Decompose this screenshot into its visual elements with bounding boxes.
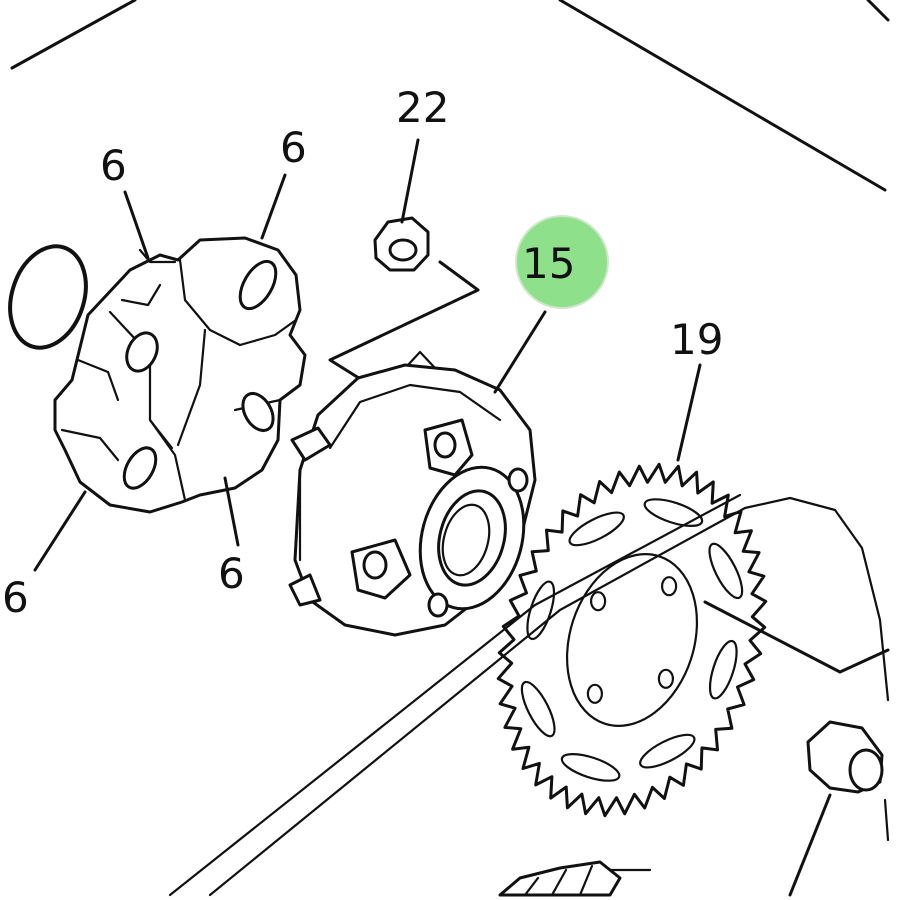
sprocket-cutout <box>560 753 621 782</box>
sprocket-cutout <box>708 542 744 600</box>
callout-highlight <box>515 215 609 309</box>
sprocket-cutout <box>708 639 738 700</box>
drive-chain <box>168 493 890 897</box>
axle-collar <box>703 600 890 897</box>
callout-22: 22 <box>396 83 449 132</box>
sprocket-cutout <box>520 680 556 738</box>
clutch-hub <box>288 310 547 637</box>
callout-6-top-right: 6 <box>280 123 307 172</box>
callout-15: 15 <box>522 239 575 288</box>
callout-6-top-left: 6 <box>100 141 127 190</box>
sprocket-cutout <box>643 498 704 527</box>
sprocket <box>496 363 768 818</box>
sprocket-bolt-hole <box>660 576 678 597</box>
damper-leaders <box>33 173 287 572</box>
sprocket-bolt-hole <box>657 668 675 689</box>
callout-19: 19 <box>670 315 723 364</box>
sprocket-cutout <box>639 733 696 769</box>
damper-assembly <box>53 236 307 514</box>
nut-alignment-line <box>328 260 480 392</box>
sprocket-bolt-hole <box>589 591 607 612</box>
nut <box>373 138 430 272</box>
sprocket-cutout <box>568 511 625 547</box>
callout-6-bottom-left: 6 <box>2 573 29 622</box>
sprocket-bolt-hole <box>586 683 604 704</box>
callout-6-bottom-right: 6 <box>218 549 245 598</box>
frame-lines <box>10 0 890 192</box>
o-ring <box>8 244 88 350</box>
